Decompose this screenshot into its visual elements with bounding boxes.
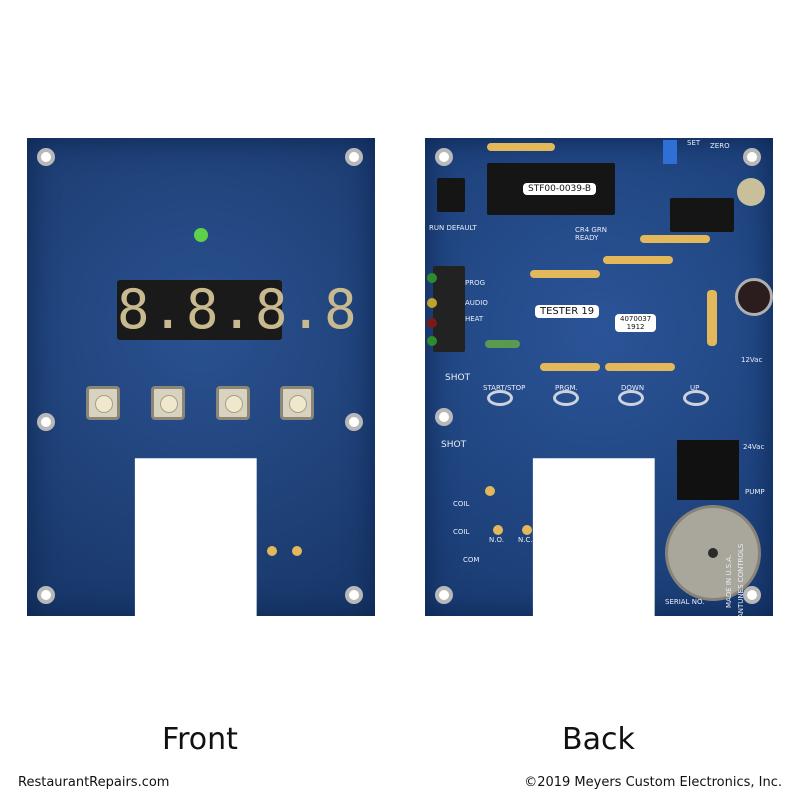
resistor-network-rn2: [603, 256, 673, 264]
resistor-network-rn1: [530, 270, 600, 278]
silk-nc: N.C.: [518, 536, 533, 544]
led: [427, 318, 437, 328]
part-date: 1912: [626, 323, 645, 331]
silk-maker: ANTUNES CONTROLS: [737, 543, 745, 618]
silk-down: DOWN: [621, 384, 645, 392]
relay-k2: [677, 440, 739, 500]
mounting-hole: [435, 586, 453, 604]
button-pads-s4: [487, 390, 513, 406]
inductor: [485, 340, 520, 348]
silk-serial-no: SERIAL NO.: [665, 598, 705, 606]
button-pads-s1: [683, 390, 709, 406]
silk-prog: PROG: [465, 279, 486, 287]
power-resistor: [707, 290, 717, 346]
tactile-button-3[interactable]: [216, 386, 250, 420]
resistor-network-rn4: [540, 363, 600, 371]
mounting-hole: [743, 148, 761, 166]
silk-up: UP: [690, 384, 700, 392]
tester-label: TESTER 19: [535, 305, 600, 318]
silk-shot-2: SHOT: [441, 440, 467, 450]
tactile-button-4[interactable]: [280, 386, 314, 420]
green-led: [194, 228, 208, 242]
solder-pad: [493, 525, 503, 535]
resistor-network-rn5: [640, 235, 710, 243]
resistor-network: [487, 143, 555, 151]
tactile-button-1[interactable]: [86, 386, 120, 420]
led-header: [433, 266, 465, 352]
button-pads-s2: [618, 390, 644, 406]
silk-made-in: MADE IN U.S.A.: [725, 554, 733, 608]
silk-coil-2: COIL: [453, 528, 470, 536]
silk-no: N.O.: [489, 536, 504, 544]
silk-24vac: 24Vac: [743, 443, 765, 451]
silk-run-default: RUN DEFAULT: [429, 224, 477, 232]
mounting-hole: [435, 408, 453, 426]
button-pads-s3: [553, 390, 579, 406]
silk-coil: COIL: [453, 500, 470, 508]
silk-heat: HEAT: [465, 315, 484, 323]
solder-pad: [485, 486, 495, 496]
resistor-network-rn3: [605, 363, 675, 371]
solder-pad: [267, 546, 277, 556]
silk-pump: PUMP: [745, 488, 765, 496]
mounting-hole: [37, 148, 55, 166]
mounting-hole: [37, 586, 55, 604]
seven-segment-display: 8.8.8.8: [117, 278, 359, 341]
mounting-hole: [37, 413, 55, 431]
led: [427, 298, 437, 308]
solder-pad: [292, 546, 302, 556]
silk-grn-ready: CR4 GRN READY: [575, 226, 607, 242]
chip-label: STF00-0039-B: [523, 183, 597, 195]
front-circuit-board: 8.8.8.8: [27, 138, 375, 616]
silk-set: SET: [687, 139, 701, 147]
tactile-button-2[interactable]: [151, 386, 185, 420]
back-circuit-board: STF00-0039-B RUN DEFAULT CR4 GRN READY Z…: [425, 138, 773, 616]
silk-audio: AUDIO: [465, 299, 488, 307]
ic-u2: [437, 178, 465, 212]
front-caption: Front: [162, 722, 238, 757]
solder-pad: [522, 525, 532, 535]
silk-zero: ZERO: [710, 142, 730, 150]
crystal-u4: [737, 178, 765, 206]
electrolytic-capacitor: [735, 278, 773, 316]
led: [427, 273, 437, 283]
led: [427, 336, 437, 346]
part-number: 4070037: [620, 315, 652, 323]
silk-start-stop: START/STOP: [483, 384, 526, 392]
back-caption: Back: [562, 722, 635, 757]
mounting-hole: [743, 586, 761, 604]
silk-com: COM: [463, 556, 480, 564]
silk-12vac: 12Vac: [741, 356, 763, 364]
copyright-text: ©2019 Meyers Custom Electronics, Inc.: [524, 775, 782, 790]
silk-prgm: PRGM.: [555, 384, 578, 392]
buzzer: [665, 505, 761, 601]
potentiometer[interactable]: [663, 140, 677, 164]
mounting-hole: [435, 148, 453, 166]
ic-u5: [670, 198, 734, 232]
mounting-hole: [345, 586, 363, 604]
website-link[interactable]: RestaurantRepairs.com: [18, 775, 170, 790]
mounting-hole: [345, 148, 363, 166]
silk-shot: SHOT: [445, 373, 471, 383]
mounting-hole: [345, 413, 363, 431]
